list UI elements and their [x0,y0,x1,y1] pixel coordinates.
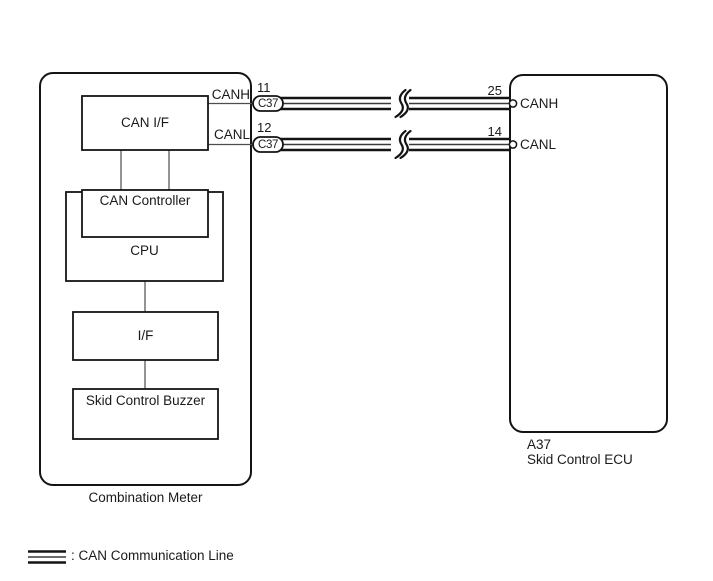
can-line-legend-icon [28,550,66,564]
can-if-label: CAN I/F [120,115,169,130]
ecu-pin-14-terminal-icon [508,140,518,149]
canl-break-icon [399,129,412,160]
canl-break-icon [394,129,407,160]
connector-c37-canl-oval [252,136,284,153]
can-controller-label: CAN Controller [99,193,191,208]
if-box [72,311,219,361]
canh-wire [266,88,509,119]
connector-c37-canl-label: C37 [258,138,278,151]
ecu-pin-25-terminal-icon [508,99,518,108]
canl-left-label: CANL [213,127,250,142]
canh-break-icon [399,88,412,119]
if-label: I/F [137,328,154,343]
canh-left-label: CANH [211,87,250,102]
canl-wire [266,129,509,160]
connector-c37-canh-oval [252,95,284,112]
pin-14-label: 14 [487,124,502,139]
pin-11-label: 11 [257,80,271,95]
connector-c37-canh-label: C37 [258,97,278,110]
canl-right-label: CANL [520,137,557,152]
cpu-label: CPU [130,243,159,258]
pin-25-label: 25 [487,83,502,98]
canh-break-icon [394,88,407,119]
skid-control-buzzer-label: Skid Control Buzzer [85,393,206,408]
ecu-caption: A37 Skid Control ECU [527,437,633,467]
skid-control-buzzer-box [72,388,219,440]
ecu-name: Skid Control ECU [527,451,633,467]
canh-right-label: CANH [520,96,559,111]
combination-meter-label: Combination Meter [88,490,203,505]
can-controller-box [81,189,209,238]
pin-12-label: 12 [257,120,272,135]
internal-connection-lines [120,102,260,389]
can-if-box [81,95,209,151]
ecu-code: A37 [527,437,552,452]
legend-text: : CAN Communication Line [71,548,234,563]
skid-control-ecu-box [509,74,668,433]
